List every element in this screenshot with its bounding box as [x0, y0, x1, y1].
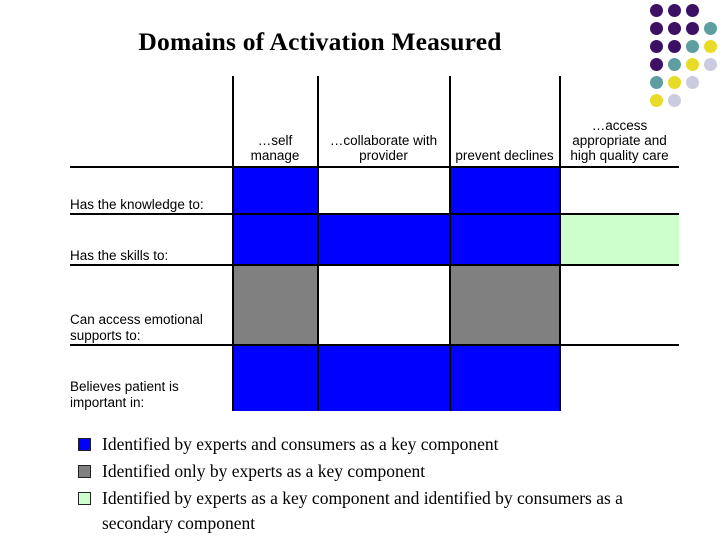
decorative-dot [650, 22, 663, 35]
legend-swatch-blue [78, 438, 91, 451]
cell-fill [319, 266, 449, 344]
legend-label: Identified only by experts as a key comp… [102, 461, 426, 481]
row-label-skills: Has the skills to: [70, 214, 233, 266]
decorative-dot [668, 22, 681, 35]
cell-fill [561, 215, 679, 264]
decorative-dot [686, 76, 699, 89]
row-label-emotional-supports: Can access emotional supports to: [70, 265, 233, 346]
matrix-cell-r1c2 [449, 214, 560, 266]
cell-fill [234, 168, 317, 213]
matrix-cell-r1c0 [232, 214, 318, 266]
decorative-dot [668, 40, 681, 53]
row-label-believes-patient-important: Believes patient is important in: [70, 379, 179, 410]
decorative-dot [704, 40, 717, 53]
cell-fill [234, 215, 317, 264]
matrix-body: Has the knowledge to: Has the skills to:… [70, 167, 679, 411]
decorative-dot [686, 4, 699, 17]
matrix-cell-r3c3 [559, 345, 679, 411]
column-header-self-manage: …self manage [232, 76, 318, 168]
matrix-cell-r3c2 [449, 345, 560, 411]
matrix-cell-r1c3 [559, 214, 679, 266]
matrix-corner-cell [70, 76, 233, 168]
cell-fill [451, 215, 559, 264]
table-row: Has the knowledge to: [70, 167, 679, 215]
matrix-table: …self manage …collaborate with provider … [70, 76, 679, 411]
column-header-label: …access appropriate and high quality car… [570, 118, 669, 163]
matrix-cell-r0c0 [232, 167, 318, 215]
cell-fill [234, 346, 317, 411]
cell-fill [319, 168, 449, 213]
cell-fill [561, 346, 679, 411]
column-header-label: prevent declines [455, 148, 554, 163]
decorative-dot [668, 58, 681, 71]
column-header-access-quality-care: …access appropriate and high quality car… [559, 76, 679, 168]
column-header-label: …self manage [250, 133, 300, 163]
legend-item-gray: Identified only by experts as a key comp… [78, 459, 638, 484]
cell-fill [561, 168, 679, 213]
legend-label: Identified by experts as a key component… [102, 488, 628, 533]
column-header-prevent-declines: prevent declines [449, 76, 560, 168]
matrix-header-row: …self manage …collaborate with provider … [70, 76, 679, 168]
column-header-label: …collaborate with provider [329, 133, 438, 163]
matrix-cell-r0c3 [559, 167, 679, 215]
column-header-collaborate-with-provider: …collaborate with provider [317, 76, 450, 168]
cell-fill [561, 266, 679, 344]
cell-fill [234, 266, 317, 344]
table-row: Can access emotional supports to: [70, 265, 679, 346]
legend-swatch-green [78, 492, 91, 505]
decorative-dot [686, 40, 699, 53]
cell-fill [451, 266, 559, 344]
cell-fill [451, 346, 559, 411]
legend-item-blue: Identified by experts and consumers as a… [78, 432, 638, 457]
decorative-dot [650, 4, 663, 17]
matrix-cell-r0c1 [317, 167, 450, 215]
decorative-dot [686, 22, 699, 35]
matrix-cell-r2c0 [232, 265, 318, 346]
table-row: Has the skills to: [70, 214, 679, 266]
decorative-dot [686, 58, 699, 71]
matrix-cell-r1c1 [317, 214, 450, 266]
row-label-knowledge: Has the knowledge to: [70, 167, 233, 215]
page-title: Domains of Activation Measured [138, 27, 502, 56]
legend-item-green: Identified by experts as a key component… [78, 486, 638, 536]
cell-fill [319, 346, 449, 411]
matrix-cell-r2c1 [317, 265, 450, 346]
decorative-dot [704, 58, 717, 71]
cell-fill [319, 215, 449, 264]
matrix-cell-r2c2 [449, 265, 560, 346]
legend: Identified by experts and consumers as a… [78, 432, 638, 538]
matrix-cell-r2c3 [559, 265, 679, 346]
cell-fill [451, 168, 559, 213]
decorative-dot [650, 58, 663, 71]
decorative-dot [650, 40, 663, 53]
legend-label: Identified by experts and consumers as a… [102, 434, 499, 454]
decorative-dot [668, 4, 681, 17]
matrix-cell-r3c0 [232, 345, 318, 411]
legend-swatch-gray [78, 465, 91, 478]
matrix-cell-r0c2 [449, 167, 560, 215]
table-row: Believes patient is important in: [70, 345, 679, 411]
matrix-cell-r3c1 [317, 345, 450, 411]
activation-domains-matrix: …self manage …collaborate with provider … [70, 76, 679, 411]
decorative-dot [704, 22, 717, 35]
